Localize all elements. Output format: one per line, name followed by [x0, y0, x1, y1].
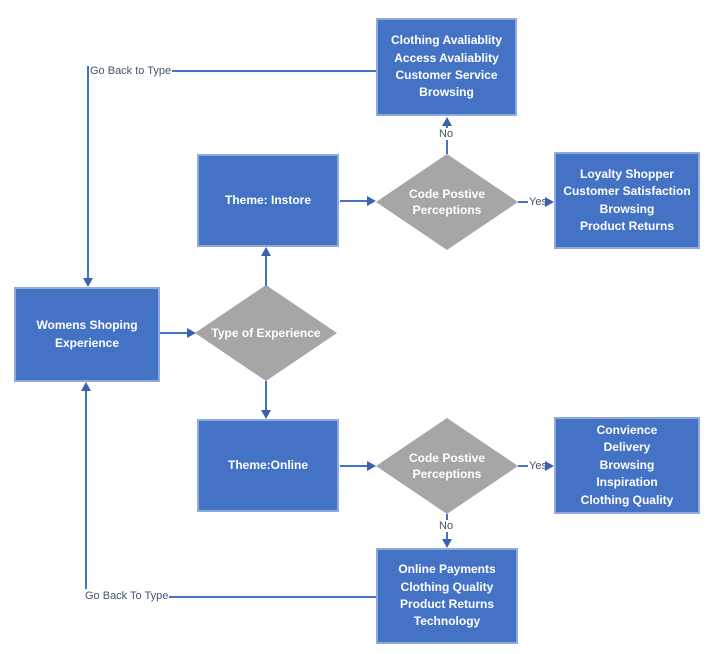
arrowhead-right-icon: [187, 328, 196, 338]
arrowhead-up-icon: [261, 247, 271, 256]
arrowhead-right-icon: [545, 461, 554, 471]
arrowhead-right-icon: [545, 197, 554, 207]
node-online-yes-outcomes: Convience Delivery Browsing Inspiration …: [554, 417, 700, 514]
node-instore-yes-outcomes: Loyalty Shopper Customer Satisfaction Br…: [554, 152, 700, 249]
connector-goback-top-h: [163, 70, 376, 72]
decision-online-perceptions: Code Postive Perceptions: [376, 418, 518, 514]
arrowhead-right-icon: [367, 461, 376, 471]
edge-label-yes-online: Yes: [528, 460, 548, 473]
edge-label-go-back-to-type-top: Go Back to Type: [89, 65, 173, 78]
connector-type-to-instore: [265, 256, 267, 286]
connector-instore-to-decision: [340, 200, 369, 202]
edge-label-yes-instore: Yes: [528, 196, 548, 209]
connector-instore-yes: [518, 201, 530, 203]
node-instore-no-outcomes: Clothing Avaliablity Access Avaliablity …: [376, 18, 517, 116]
decision-type-of-experience: Type of Experience: [195, 285, 337, 381]
arrowhead-right-icon: [367, 196, 376, 206]
connector-goback-top-v: [87, 66, 89, 279]
connector-type-to-online: [265, 381, 267, 411]
connector-goback-bottom-h: [162, 596, 376, 598]
edge-label-no-instore: No: [438, 128, 455, 141]
node-theme-instore: Theme: Instore: [197, 154, 339, 247]
arrowhead-down-icon: [442, 539, 452, 548]
connector-online-to-decision: [340, 465, 369, 467]
arrowhead-up-icon: [81, 382, 91, 391]
connector-online-yes: [518, 465, 530, 467]
edge-label-go-back-to-type-bottom: Go Back To Type: [84, 590, 170, 603]
node-womens-shopping-experience: Womens Shoping Experience: [14, 287, 160, 382]
arrowhead-down-icon: [261, 410, 271, 419]
connector-womens-to-type: [160, 332, 189, 334]
edge-label-no-online: No: [438, 520, 455, 533]
arrowhead-down-icon: [83, 278, 93, 287]
connector-goback-bottom-v: [85, 391, 87, 589]
node-theme-online: Theme:Online: [197, 419, 339, 512]
arrowhead-up-icon: [442, 117, 452, 126]
node-online-no-outcomes: Online Payments Clothing Quality Product…: [376, 548, 518, 644]
decision-instore-perceptions: Code Postive Perceptions: [376, 154, 518, 250]
